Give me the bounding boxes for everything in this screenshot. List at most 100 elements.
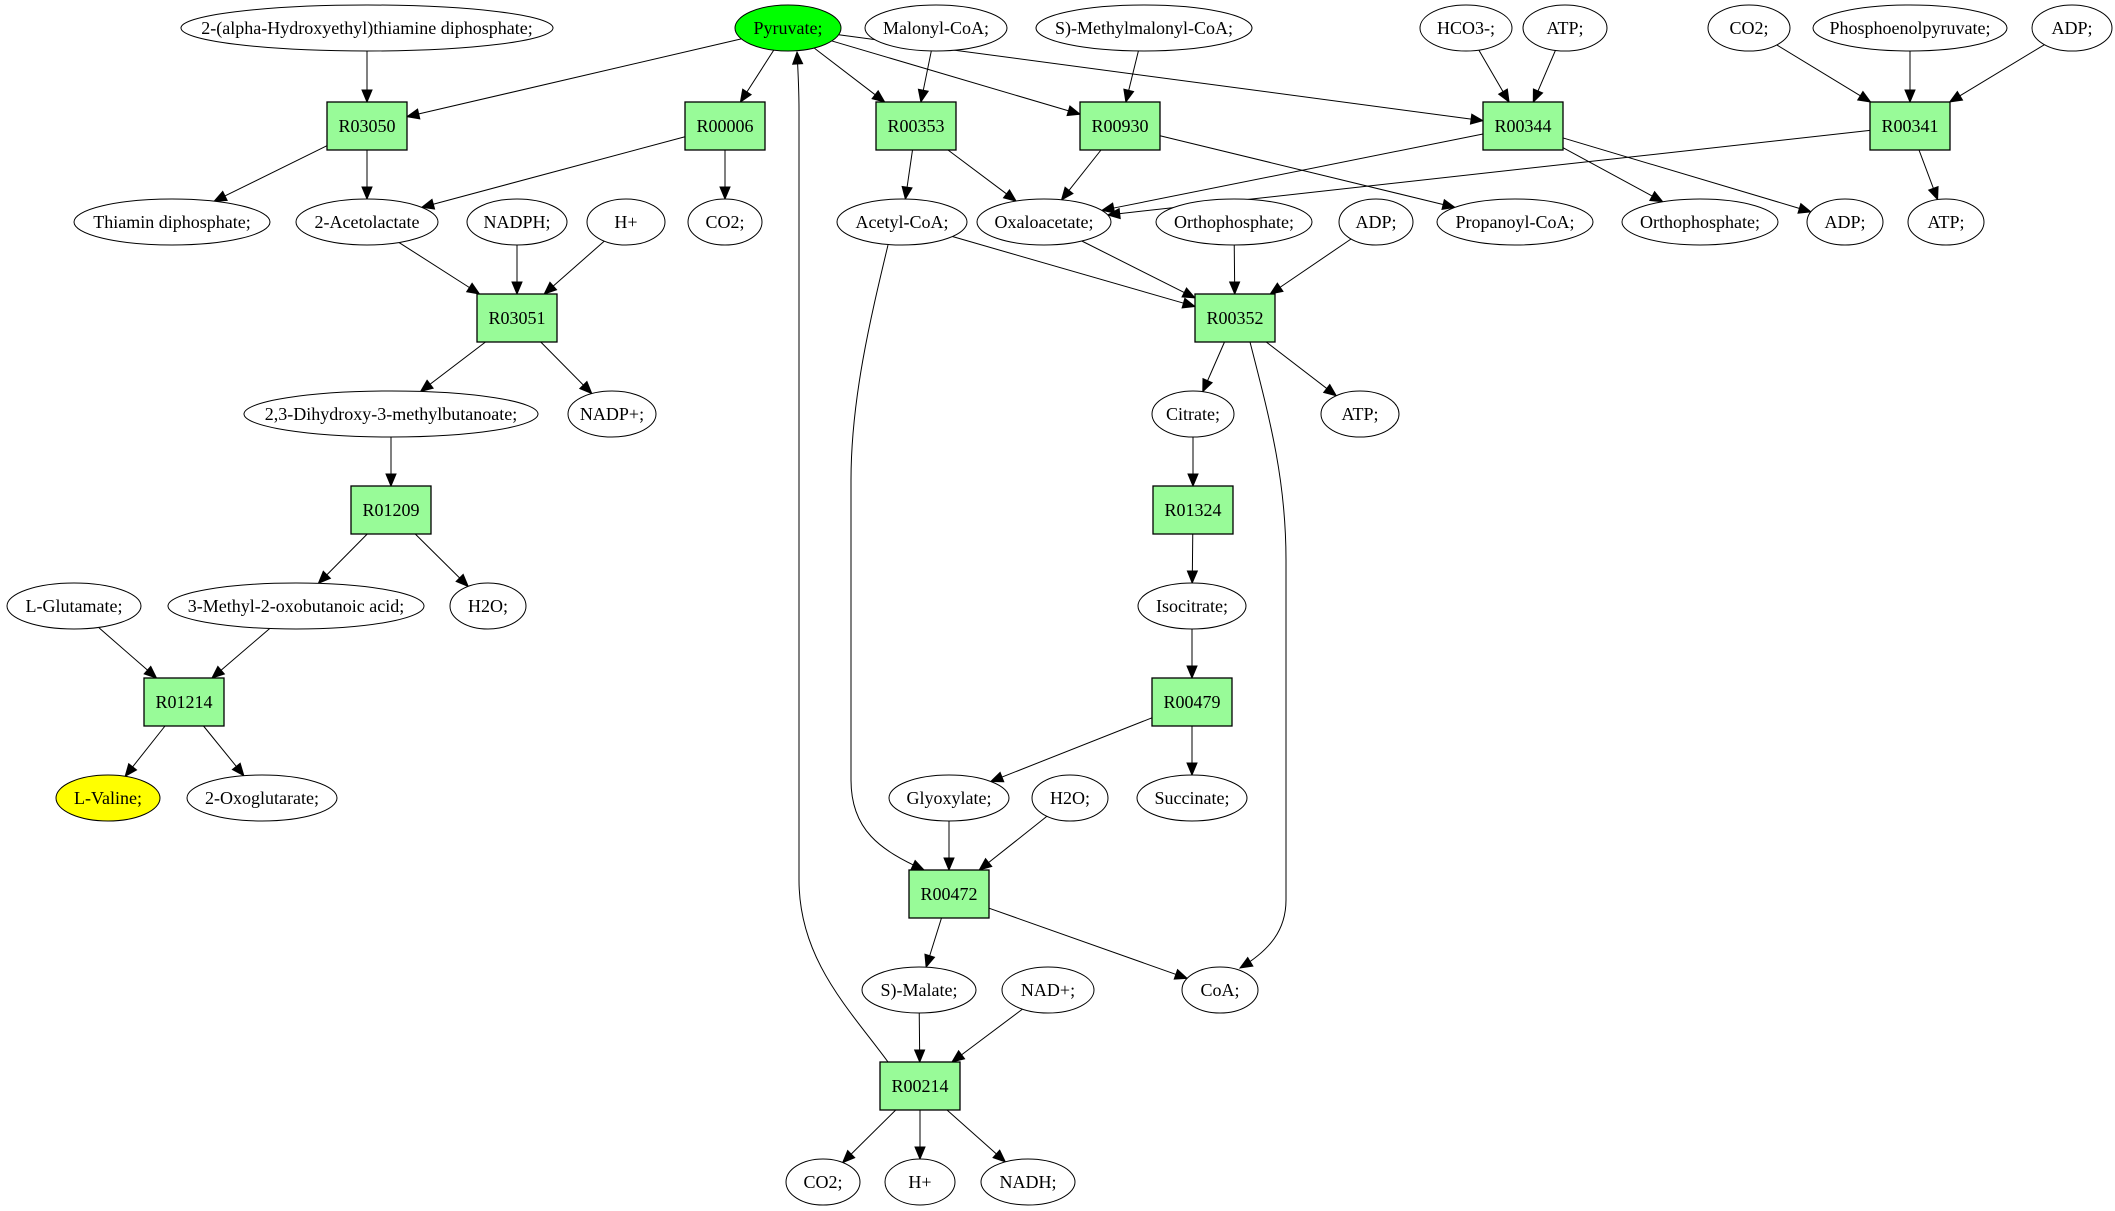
compound-ellipse[interactable] — [1707, 4, 1791, 52]
compound-ellipse[interactable] — [1181, 966, 1259, 1014]
compound-node-pep[interactable]: Phosphoenolpyruvate; — [1812, 4, 2008, 52]
compound-node-methylmalonyl[interactable]: S)-Methylmalonyl-CoA; — [1035, 4, 1253, 52]
compound-node-nadpplus[interactable]: NADP+; — [567, 390, 657, 438]
compound-node-orthophos1[interactable]: Orthophosphate; — [1155, 198, 1313, 246]
compound-ellipse[interactable] — [1806, 198, 1884, 246]
reaction-box[interactable] — [476, 293, 558, 343]
compound-node-thiamin[interactable]: Thiamin diphosphate; — [73, 198, 271, 246]
compound-node-coa[interactable]: CoA; — [1181, 966, 1259, 1014]
compound-ellipse[interactable] — [295, 198, 439, 246]
compound-ellipse[interactable] — [186, 774, 338, 822]
compound-node-hco3[interactable]: HCO3-; — [1419, 4, 1513, 52]
compound-ellipse[interactable] — [1812, 4, 2008, 52]
compound-ellipse[interactable] — [243, 390, 539, 438]
compound-ellipse[interactable] — [167, 582, 425, 630]
compound-node-hetdp[interactable]: 2-(alpha-Hydroxyethyl)thiamine diphospha… — [180, 4, 554, 52]
compound-node-oxoglutarate[interactable]: 2-Oxoglutarate; — [186, 774, 338, 822]
compound-ellipse[interactable] — [567, 390, 657, 438]
compound-ellipse[interactable] — [785, 1158, 861, 1206]
compound-ellipse[interactable] — [2031, 4, 2113, 52]
compound-node-hplus1[interactable]: H+ — [586, 198, 666, 246]
compound-node-isocitrate[interactable]: Isocitrate; — [1137, 582, 1247, 630]
reaction-node-R00344[interactable]: R00344 — [1482, 101, 1564, 151]
reaction-box[interactable] — [1482, 101, 1564, 151]
compound-ellipse[interactable] — [1137, 582, 1247, 630]
reaction-node-R01324[interactable]: R01324 — [1152, 485, 1234, 535]
reaction-node-R03050[interactable]: R03050 — [326, 101, 408, 151]
compound-ellipse[interactable] — [1907, 198, 1985, 246]
compound-ellipse[interactable] — [1436, 198, 1594, 246]
reaction-node-R00353[interactable]: R00353 — [875, 101, 957, 151]
reaction-node-R00214[interactable]: R00214 — [879, 1061, 961, 1111]
compound-ellipse[interactable] — [1621, 198, 1779, 246]
compound-ellipse[interactable] — [836, 198, 968, 246]
compound-ellipse[interactable] — [1001, 966, 1095, 1014]
compound-node-atp2[interactable]: ATP; — [1907, 198, 1985, 246]
compound-ellipse[interactable] — [180, 4, 554, 52]
compound-node-co2_3[interactable]: CO2; — [785, 1158, 861, 1206]
compound-ellipse[interactable] — [861, 966, 977, 1014]
compound-ellipse[interactable] — [888, 774, 1010, 822]
reaction-box[interactable] — [1869, 101, 1951, 151]
compound-ellipse[interactable] — [884, 1158, 956, 1206]
reaction-box[interactable] — [1152, 485, 1234, 535]
compound-ellipse[interactable] — [864, 4, 1008, 52]
reaction-node-R03051[interactable]: R03051 — [476, 293, 558, 343]
compound-node-nadplus[interactable]: NAD+; — [1001, 966, 1095, 1014]
compound-node-orthophos2[interactable]: Orthophosphate; — [1621, 198, 1779, 246]
compound-node-valine[interactable]: L-Valine; — [55, 774, 161, 822]
reaction-box[interactable] — [1194, 293, 1276, 343]
compound-ellipse[interactable] — [6, 582, 142, 630]
compound-node-succinate[interactable]: Succinate; — [1136, 774, 1248, 822]
reaction-node-R00930[interactable]: R00930 — [1079, 101, 1161, 151]
compound-ellipse[interactable] — [980, 1158, 1076, 1206]
reaction-box[interactable] — [1079, 101, 1161, 151]
compound-node-atp3[interactable]: ATP; — [1320, 390, 1400, 438]
compound-ellipse[interactable] — [73, 198, 271, 246]
compound-ellipse[interactable] — [1338, 198, 1414, 246]
compound-node-h2o1[interactable]: H2O; — [449, 582, 527, 630]
compound-ellipse[interactable] — [1136, 774, 1248, 822]
compound-ellipse[interactable] — [449, 582, 527, 630]
compound-ellipse[interactable] — [1522, 4, 1608, 52]
reaction-node-R00352[interactable]: R00352 — [1194, 293, 1276, 343]
compound-node-acetolactate[interactable]: 2-Acetolactate — [295, 198, 439, 246]
compound-ellipse[interactable] — [1419, 4, 1513, 52]
compound-ellipse[interactable] — [687, 198, 763, 246]
compound-node-adp3[interactable]: ADP; — [1806, 198, 1884, 246]
reaction-box[interactable] — [684, 101, 766, 151]
reaction-node-R00006[interactable]: R00006 — [684, 101, 766, 151]
compound-node-propanoyl[interactable]: Propanoyl-CoA; — [1436, 198, 1594, 246]
compound-node-atp1[interactable]: ATP; — [1522, 4, 1608, 52]
compound-ellipse[interactable] — [976, 198, 1112, 246]
compound-node-methyloxo[interactable]: 3-Methyl-2-oxobutanoic acid; — [167, 582, 425, 630]
compound-node-nadph[interactable]: NADPH; — [466, 198, 568, 246]
compound-node-glutamate[interactable]: L-Glutamate; — [6, 582, 142, 630]
compound-node-co2_1[interactable]: CO2; — [1707, 4, 1791, 52]
reaction-node-R01214[interactable]: R01214 — [143, 677, 225, 727]
reaction-box[interactable] — [1151, 677, 1233, 727]
source-compound-ellipse[interactable] — [734, 4, 842, 52]
compound-node-malonyl[interactable]: Malonyl-CoA; — [864, 4, 1008, 52]
reaction-node-R00472[interactable]: R00472 — [908, 869, 990, 919]
compound-ellipse[interactable] — [586, 198, 666, 246]
reaction-node-R00479[interactable]: R00479 — [1151, 677, 1233, 727]
compound-node-pyruvate[interactable]: Pyruvate; — [734, 4, 842, 52]
compound-node-glyoxylate[interactable]: Glyoxylate; — [888, 774, 1010, 822]
reaction-node-R01209[interactable]: R01209 — [350, 485, 432, 535]
compound-node-adp2[interactable]: ADP; — [1338, 198, 1414, 246]
compound-ellipse[interactable] — [1035, 4, 1253, 52]
compound-node-nadh[interactable]: NADH; — [980, 1158, 1076, 1206]
compound-node-citrate[interactable]: Citrate; — [1151, 390, 1235, 438]
compound-node-hplus2[interactable]: H+ — [884, 1158, 956, 1206]
compound-node-oxaloacetate[interactable]: Oxaloacetate; — [976, 198, 1112, 246]
compound-node-malate[interactable]: S)-Malate; — [861, 966, 977, 1014]
reaction-box[interactable] — [143, 677, 225, 727]
reaction-box[interactable] — [908, 869, 990, 919]
compound-ellipse[interactable] — [1151, 390, 1235, 438]
reaction-box[interactable] — [350, 485, 432, 535]
target-compound-ellipse[interactable] — [55, 774, 161, 822]
compound-ellipse[interactable] — [1155, 198, 1313, 246]
compound-ellipse[interactable] — [466, 198, 568, 246]
compound-ellipse[interactable] — [1320, 390, 1400, 438]
